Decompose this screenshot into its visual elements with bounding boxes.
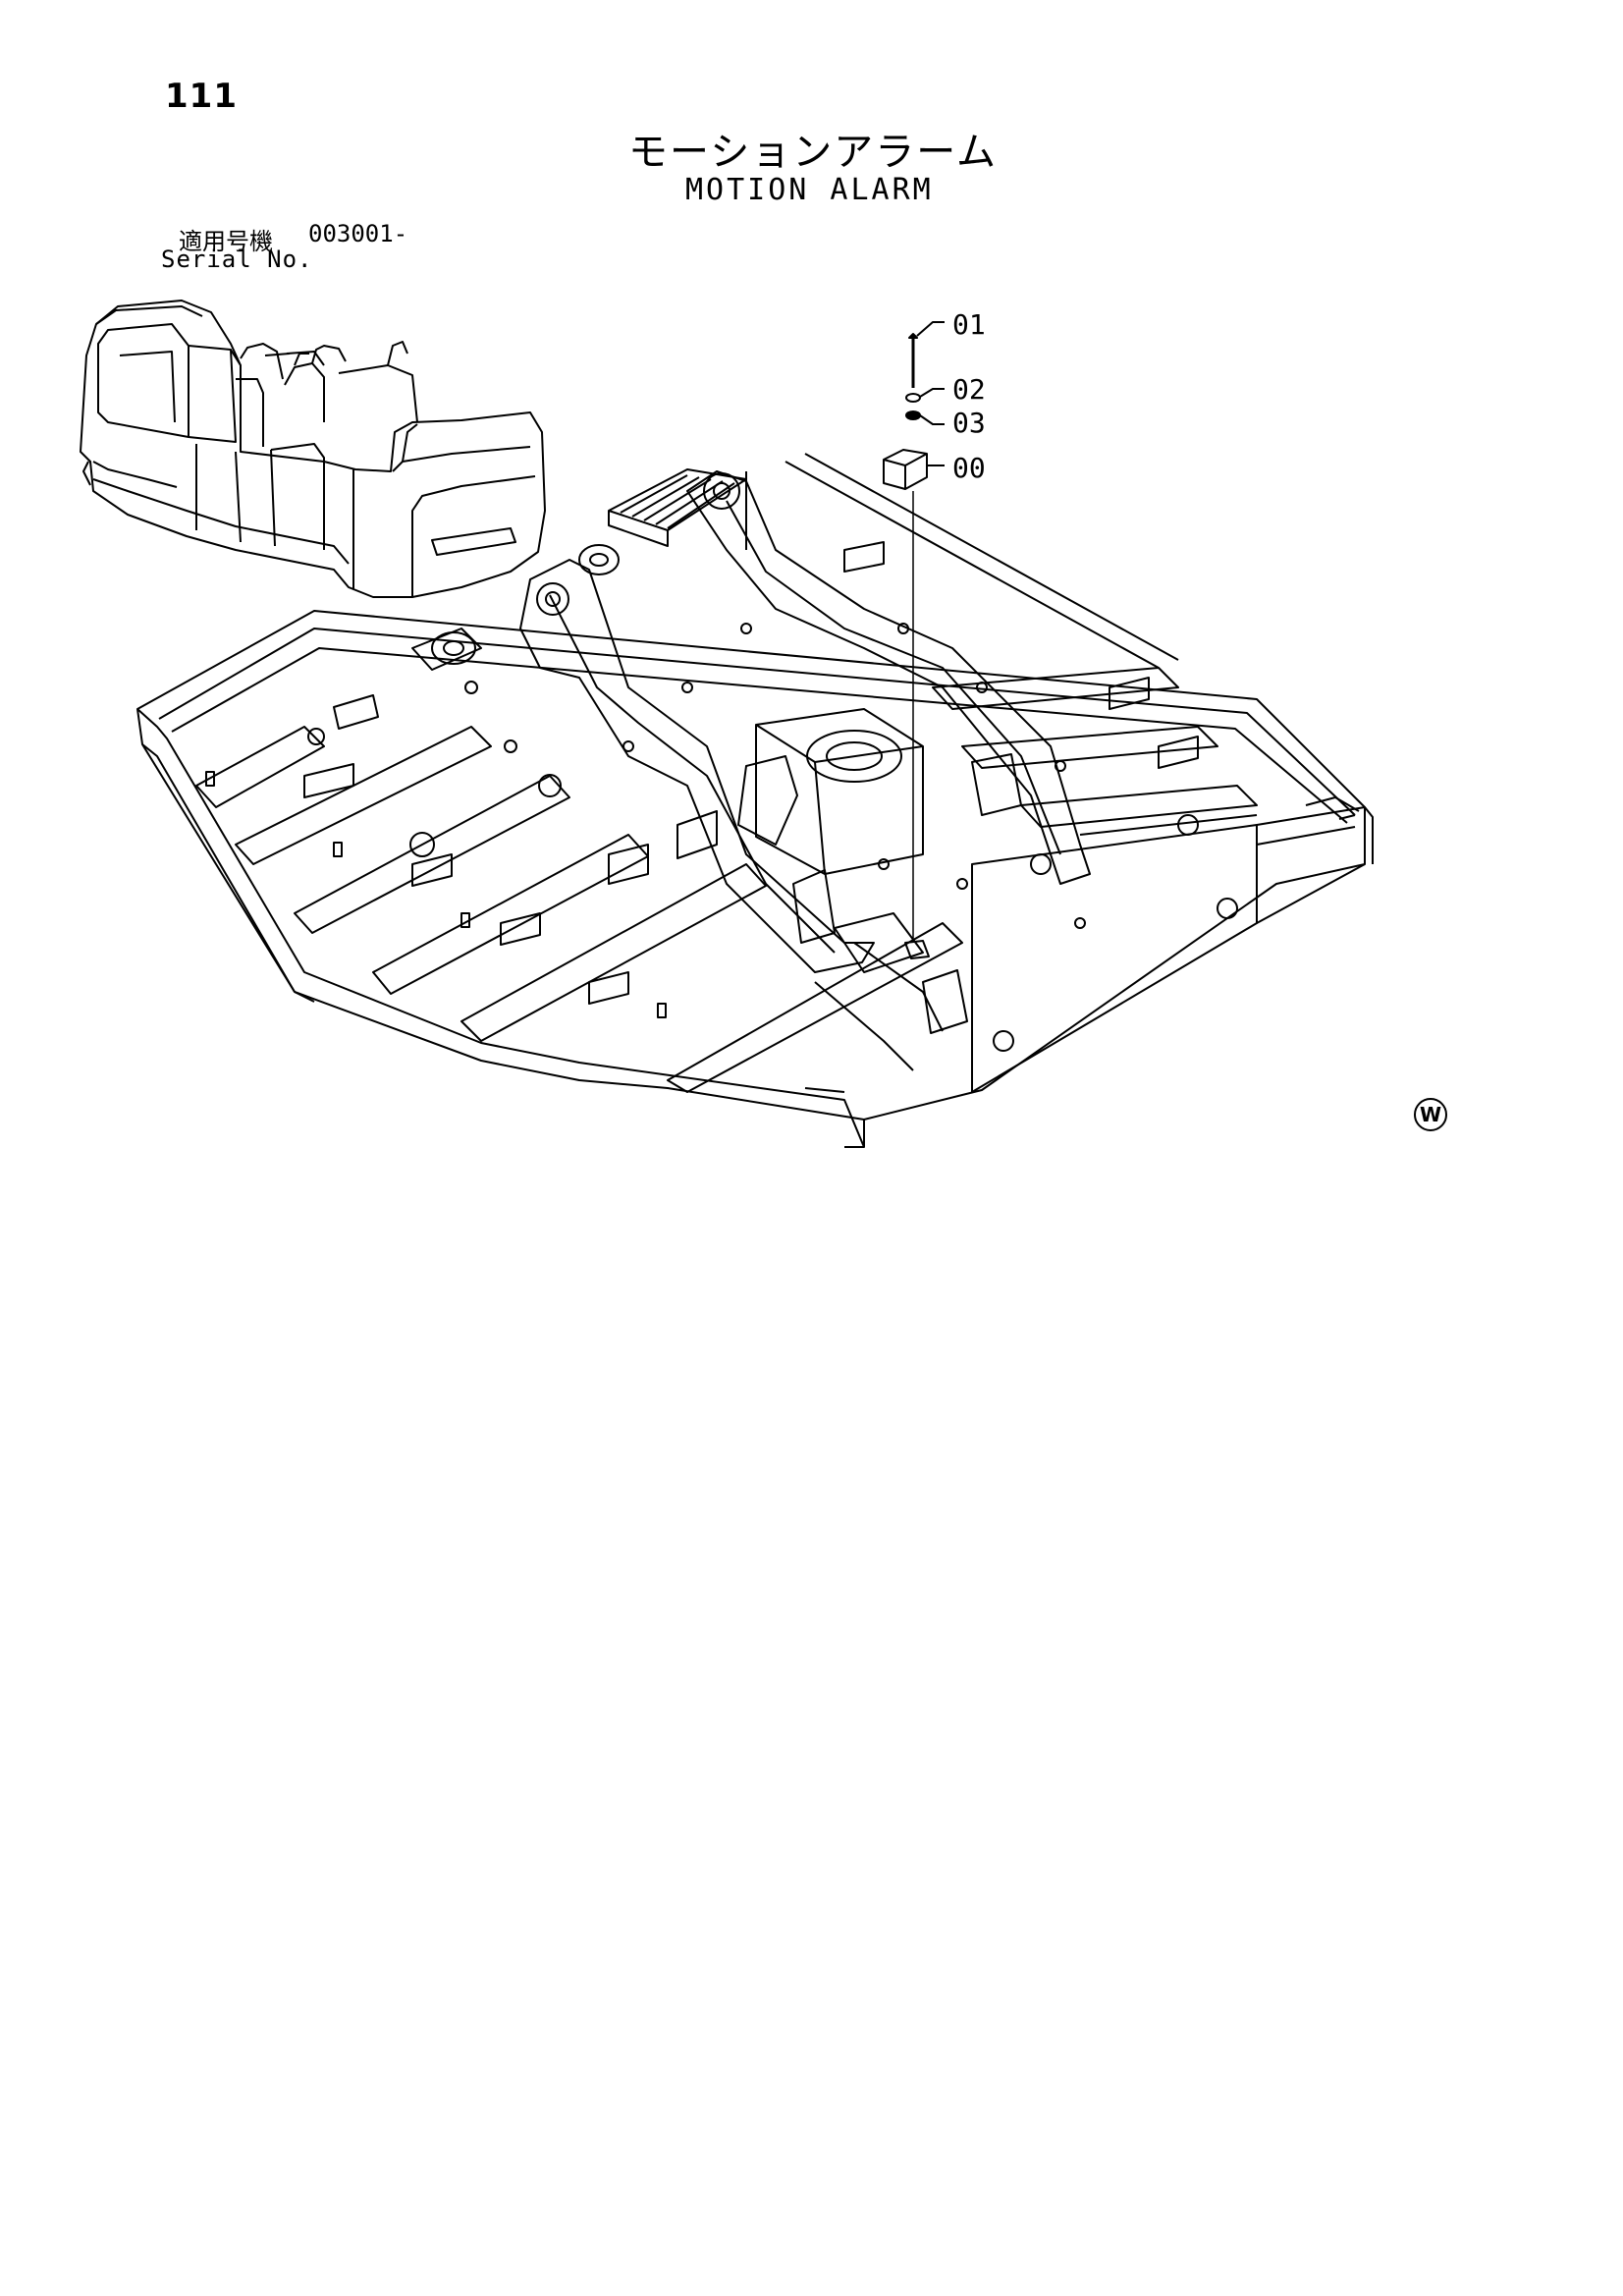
- callout-label-03: 03: [952, 407, 986, 439]
- copyright-mark: W: [1414, 1098, 1447, 1131]
- callout-label-01: 01: [952, 308, 986, 341]
- serial-label-japanese: 適用号機: [179, 228, 273, 255]
- callout-label-02: 02: [952, 373, 986, 406]
- title-japanese: モーションアラーム: [628, 130, 998, 175]
- excavator-overview-illustration: [80, 300, 546, 598]
- serial-value: 003001-: [308, 220, 408, 247]
- main-frame-illustration: [136, 453, 1374, 1148]
- title-english: MOTION ALARM: [685, 173, 934, 207]
- serial-label-english: Serial No.: [161, 246, 313, 273]
- page-number: 111: [165, 77, 238, 116]
- exploded-parts: [883, 321, 945, 959]
- callout-label-00: 00: [952, 452, 986, 484]
